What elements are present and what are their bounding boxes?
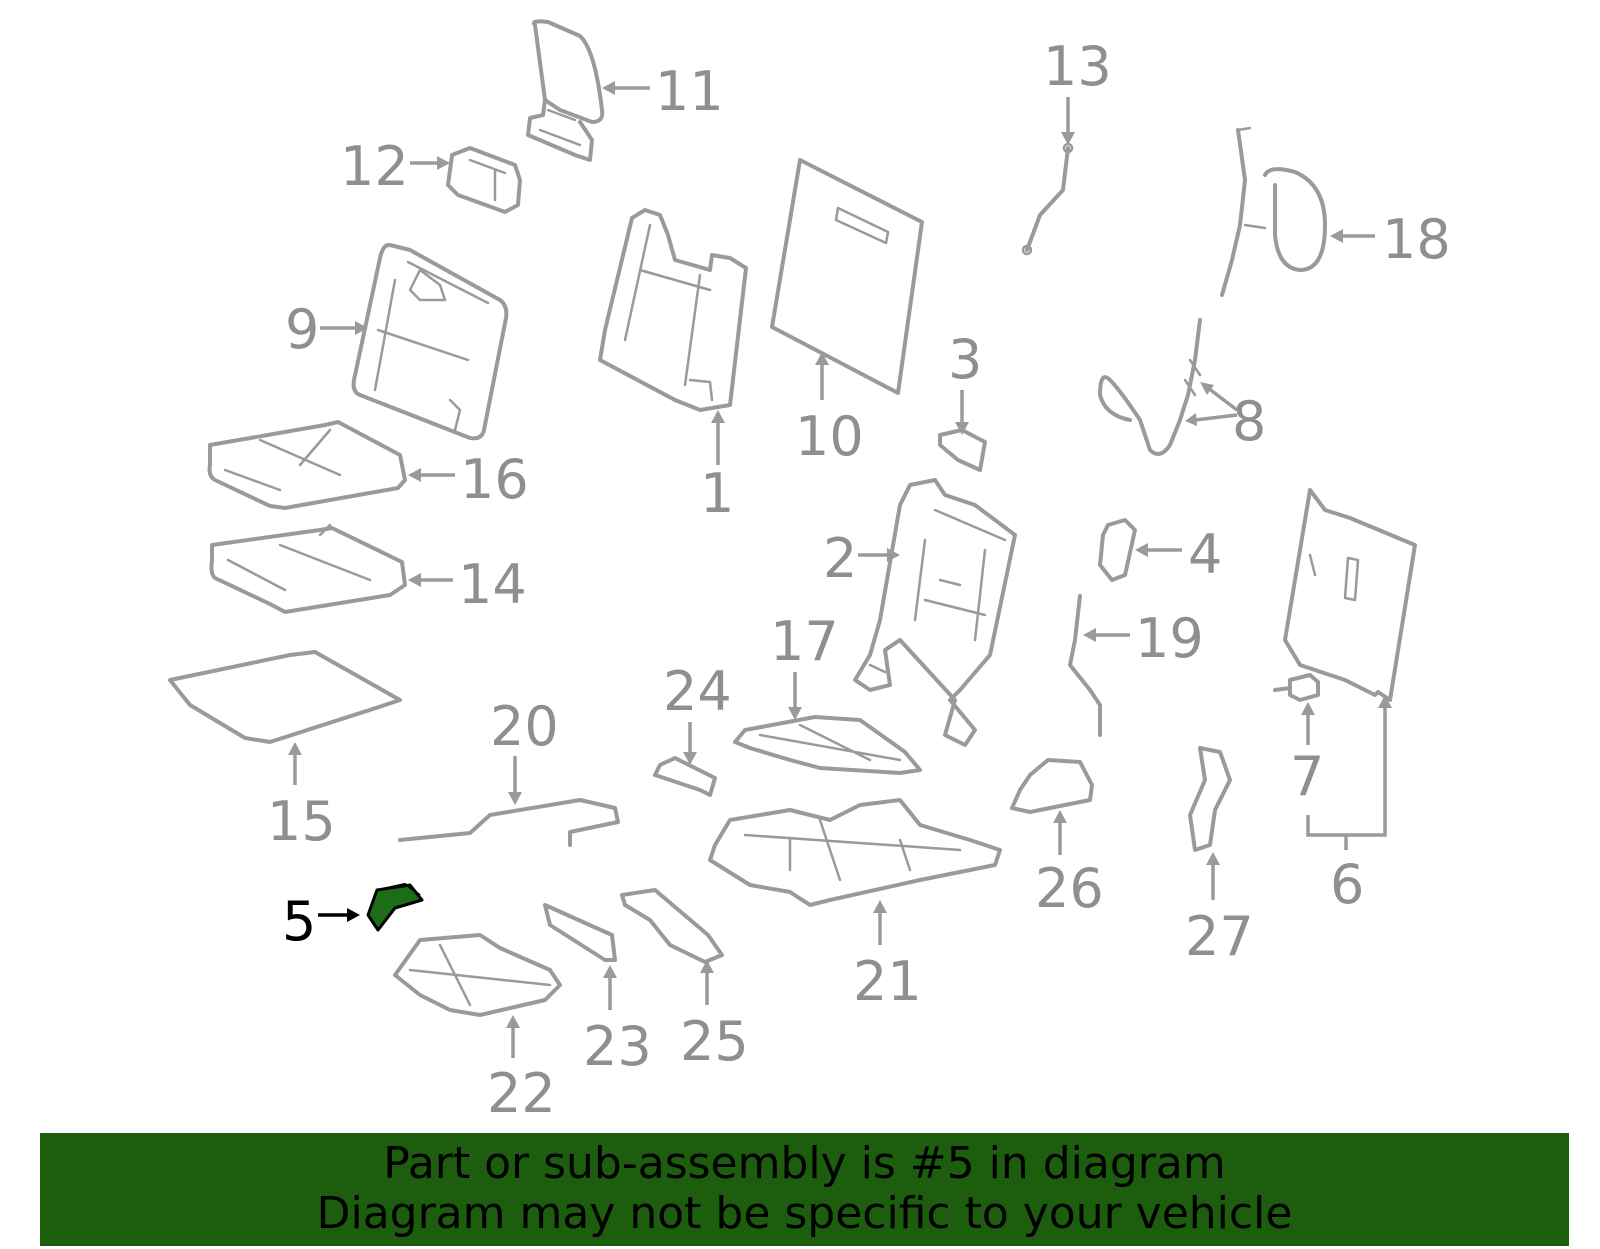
callout-24: 24: [663, 660, 732, 723]
part-15-mat[interactable]: [168, 650, 402, 744]
part-3-clip[interactable]: [938, 428, 987, 472]
part-16-cushion-cover[interactable]: [207, 420, 407, 510]
part-1-seatback-pad[interactable]: [598, 208, 748, 412]
callout-labels: 1 2 3 4 5 6 7 8 9 10 11 12 13 14 15 16 1…: [267, 35, 1451, 1125]
callout-19: 19: [1135, 607, 1204, 670]
callout-3: 3: [948, 328, 982, 391]
part-17-frame[interactable]: [733, 715, 922, 775]
callout-5: 5: [282, 890, 316, 953]
callout-8: 8: [1232, 390, 1266, 453]
callout-23: 23: [583, 1015, 652, 1078]
part-26-cover[interactable]: [1010, 758, 1094, 814]
part-25-bracket[interactable]: [620, 888, 724, 964]
callout-1: 1: [700, 462, 734, 525]
callout-arrows: [288, 81, 1392, 1058]
callout-22: 22: [487, 1062, 556, 1125]
part-6-back-panel[interactable]: [1283, 488, 1417, 702]
part-11-headrest[interactable]: [526, 19, 605, 162]
callout-20: 20: [490, 695, 559, 758]
part-4-cover[interactable]: [1098, 518, 1137, 582]
part-24-bracket[interactable]: [653, 756, 717, 797]
part-8-wire[interactable]: [1098, 318, 1202, 456]
part-10-board[interactable]: [770, 158, 924, 395]
part-27-link[interactable]: [1188, 746, 1232, 852]
callout-27: 27: [1185, 905, 1254, 968]
callout-25: 25: [680, 1010, 749, 1073]
part-21-frame-base[interactable]: [708, 798, 1002, 907]
part-5-highlighted[interactable]: [366, 882, 424, 932]
banner-line-part: Part or sub-assembly is #5 in diagram: [383, 1138, 1226, 1189]
banner-line-disclaimer: Diagram may not be specific to your vehi…: [316, 1188, 1293, 1239]
part-12-guide[interactable]: [446, 146, 522, 214]
callout-4: 4: [1188, 523, 1222, 586]
part-19-rod[interactable]: [1068, 594, 1102, 737]
callout-14: 14: [458, 553, 527, 616]
callout-7: 7: [1290, 745, 1324, 808]
callout-6: 6: [1330, 853, 1364, 916]
part-14-cushion-pad[interactable]: [209, 523, 407, 614]
callout-18: 18: [1382, 208, 1451, 271]
part-13-rod[interactable]: [1021, 142, 1074, 256]
callout-13: 13: [1043, 35, 1112, 98]
part-23-bracket[interactable]: [543, 903, 617, 962]
callout-17: 17: [770, 610, 839, 673]
part-7-bolt[interactable]: [1273, 673, 1320, 702]
part-18-wire[interactable]: [1220, 126, 1327, 297]
callout-9: 9: [285, 298, 319, 361]
callout-15: 15: [267, 790, 336, 853]
part-20-rod[interactable]: [398, 798, 620, 847]
part-2-seatback-frame[interactable]: [853, 478, 1017, 747]
info-banner: Part or sub-assembly is #5 in diagram Di…: [40, 1133, 1569, 1246]
callout-10: 10: [795, 405, 864, 468]
callout-16: 16: [460, 448, 529, 511]
callout-26: 26: [1035, 857, 1104, 920]
part-22-track[interactable]: [393, 933, 562, 1017]
part-9-seatback-cover[interactable]: [351, 242, 509, 441]
callout-2: 2: [823, 527, 857, 590]
callout-12: 12: [340, 135, 409, 198]
callout-21: 21: [853, 950, 922, 1013]
callout-11: 11: [655, 60, 724, 123]
